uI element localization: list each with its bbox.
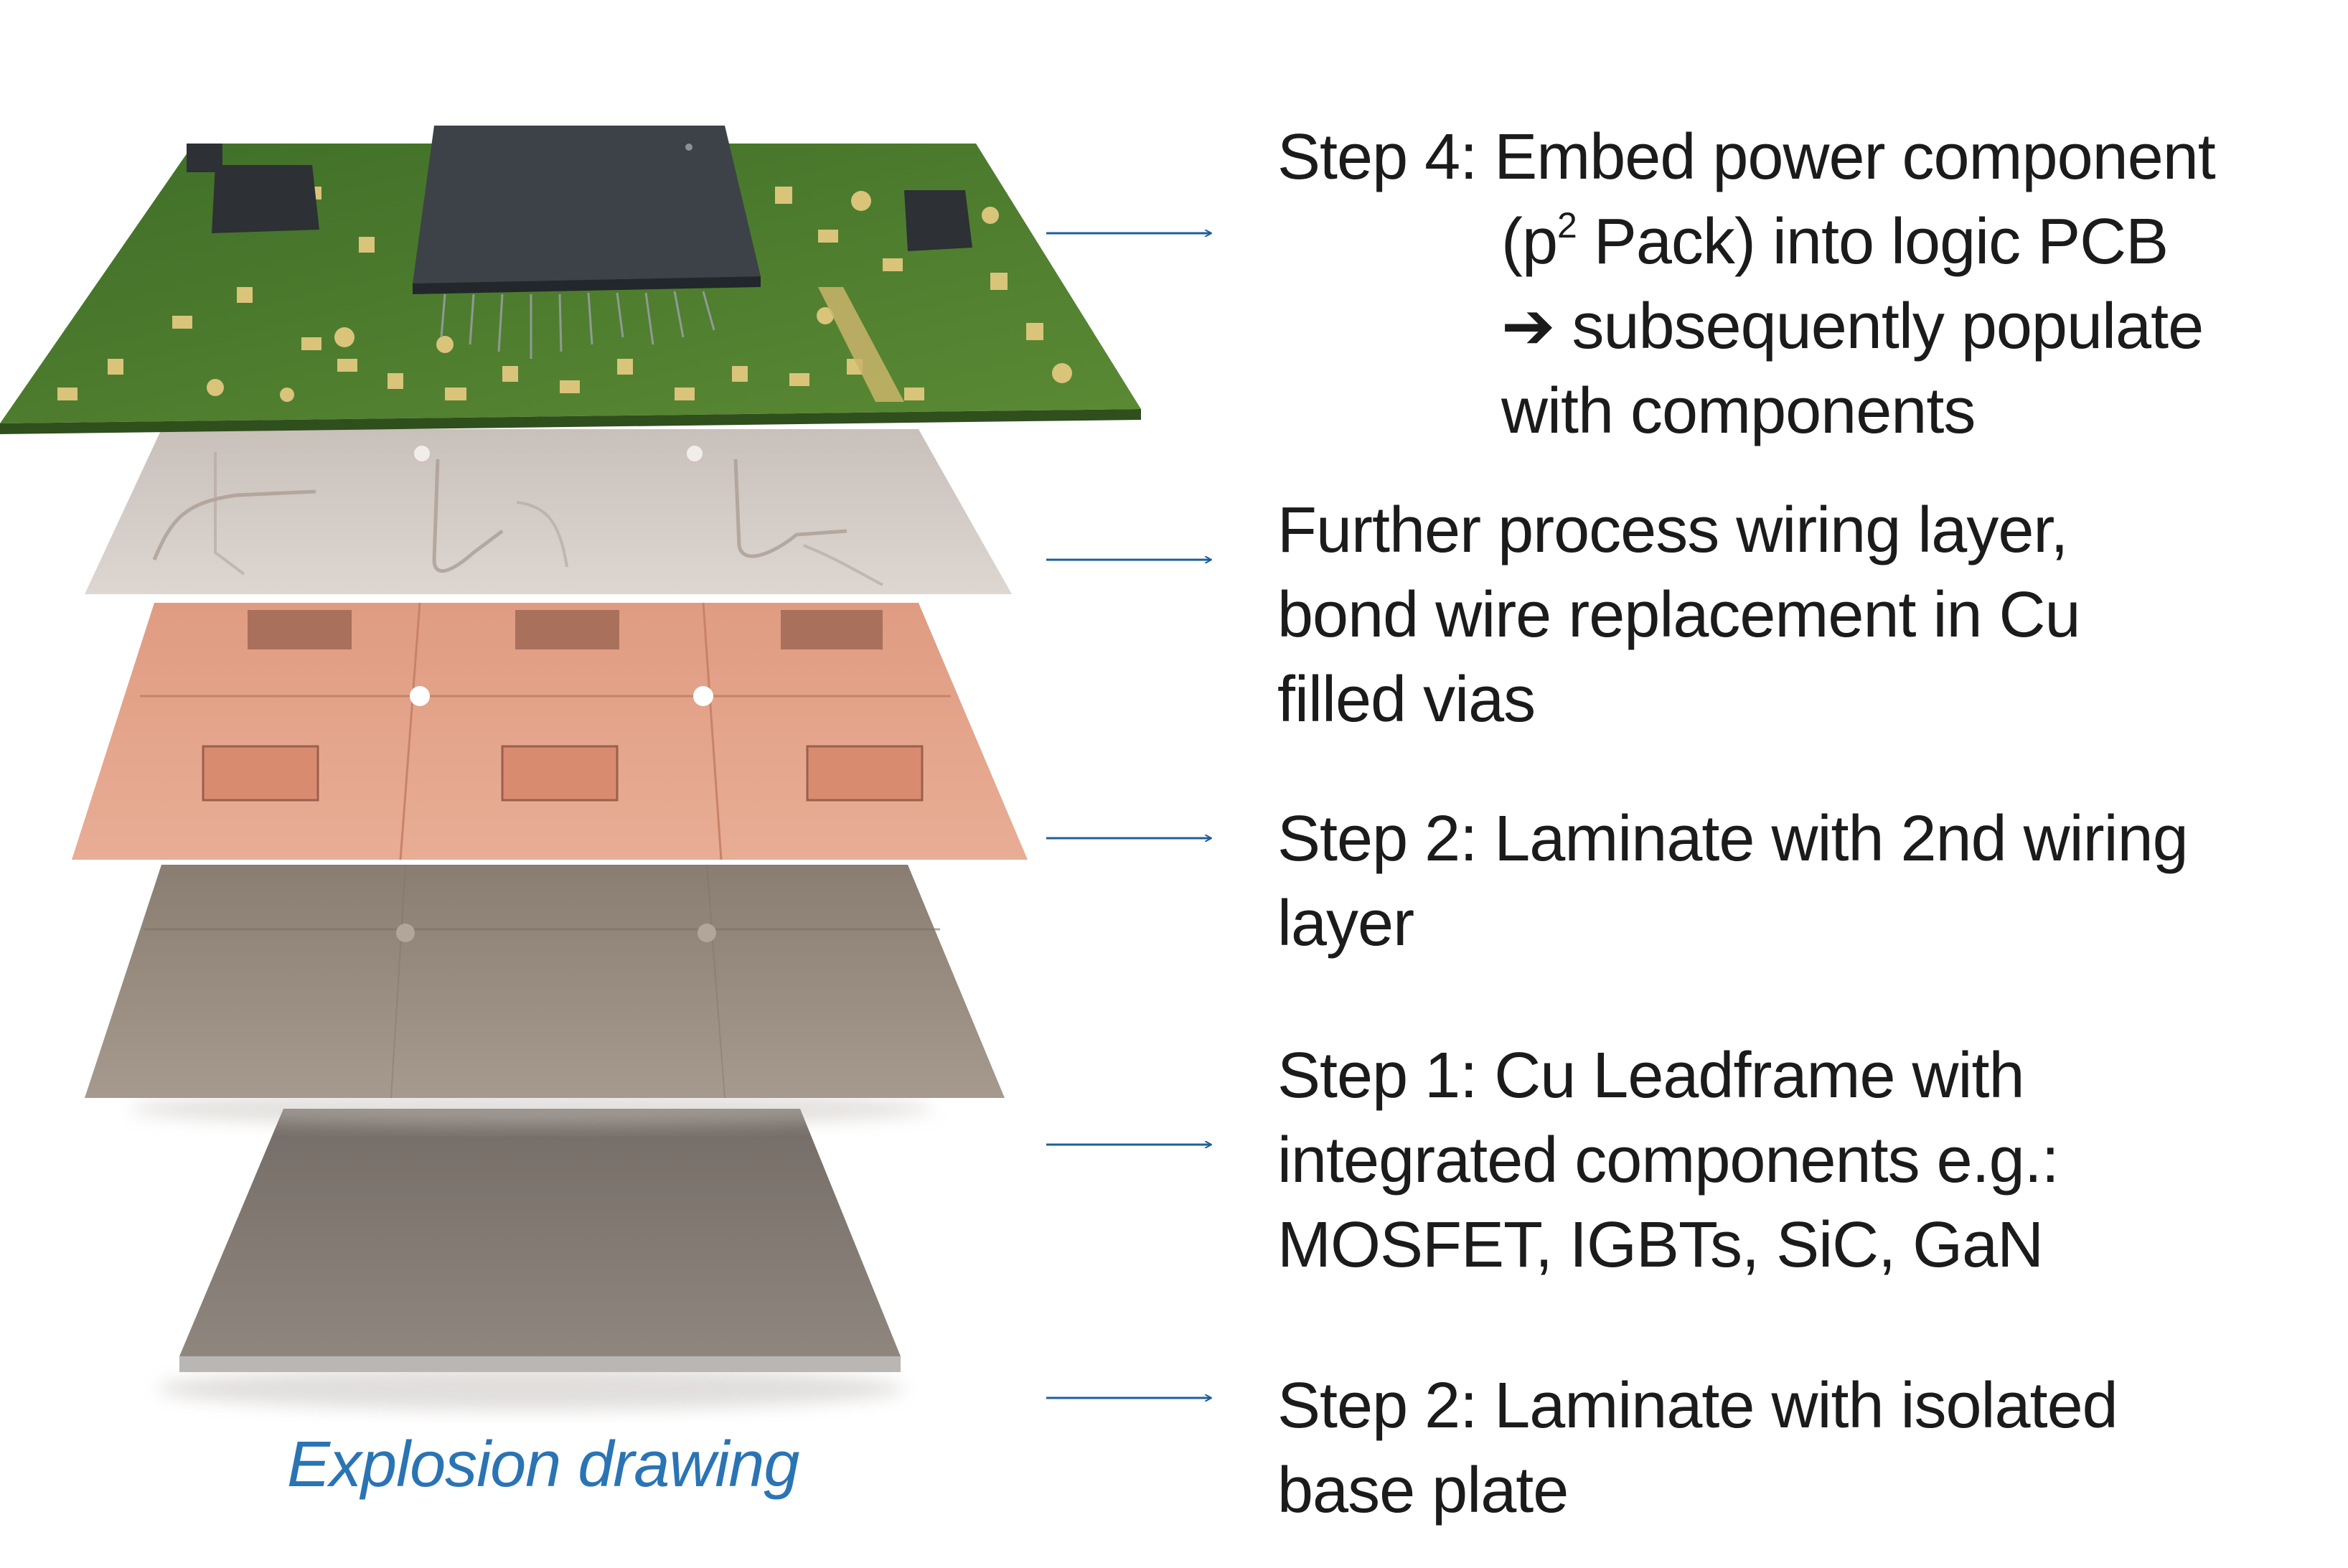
step-2b-label: Step 2: Laminate with isolated base plat… [1277,1363,2118,1533]
superscript-2: 2 [1557,205,1577,245]
step-4-label: Step 4: Embed power component (p2 Pack) … [1277,115,2216,454]
step-4-line-2-suffix: Pack) into logic PCB [1576,206,2169,278]
step-2a-label: Step 2: Laminate with 2nd wiring layer [1277,797,2189,966]
wiring-vias-layer [85,429,1012,594]
step-3-line-2: bond wire replacement in Cu [1277,579,2081,651]
step-3-line-1: Further process wiring layer, [1277,494,2068,566]
pcb-round-pads [207,191,1072,402]
leadframe-layer [85,864,1005,1126]
right-arrow-icon: ➔ [1501,291,1555,362]
step-4-line-3: ➔ subsequently populate [1277,284,2215,369]
step-3-label: Further process wiring layer, bond wire … [1277,488,2081,742]
logic-pcb-layer [0,126,1141,434]
step-2b-line-2: base plate [1277,1455,1569,1526]
step-1-label: Step 1: Cu Leadframe with integrated com… [1277,1033,2060,1287]
step-1-line-2: integrated components e.g.: [1277,1125,2060,1196]
step-4-line-3-text: subsequently populate [1572,291,2204,362]
power-chip [413,126,761,359]
step-4-line-4: with components [1501,375,1976,447]
step-arrows [1046,233,1211,1398]
step-1-line-1: Step 1: Cu Leadframe with [1277,1040,2025,1112]
step-4-line-2: (p2 Pack) into logic PCB [1277,199,2215,284]
step-1-line-3: MOSFET, IGBTs, SiC, GaN [1277,1209,2044,1281]
small-chip-left [187,144,319,233]
base-plate-layer [158,1109,904,1410]
step-4-line-1: Step 4: Embed power component [1277,121,2216,193]
step-2b-line-1: Step 2: Laminate with isolated [1277,1370,2118,1442]
step-4-line-2-prefix: (p [1501,206,1558,278]
diagram-caption: Explosion drawing [287,1429,799,1501]
step-2a-line-1: Step 2: Laminate with 2nd wiring [1277,803,2189,875]
small-chip-right [904,190,972,251]
step-3-line-3: filled vias [1277,664,1536,736]
step-2a-line-2: layer [1277,888,1414,959]
pcb-pads [57,187,1043,400]
copper-wiring-layer [72,602,1028,860]
